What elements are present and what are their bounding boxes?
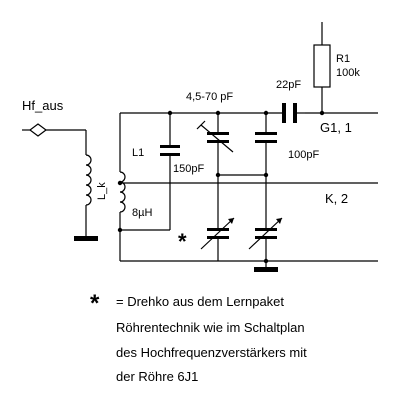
trimmer-capacitor — [196, 110, 234, 178]
k-label: K, 2 — [325, 191, 348, 206]
r1-value-label: 100k — [336, 67, 360, 79]
lk-label: L_k — [96, 182, 108, 200]
coil-l1 — [117, 113, 126, 261]
hf-out-label: Hf_aus — [22, 98, 64, 113]
variable-capacitor-left — [200, 175, 235, 261]
ground-symbol-left — [74, 205, 98, 241]
star-mark: * — [178, 229, 187, 254]
l1-label: L1 — [132, 147, 144, 159]
inductance-label: 8µH — [132, 207, 152, 219]
legend-line-3: des Hochfrequenzverstärkers mit — [116, 345, 307, 360]
legend-line-1: = Drehko aus dem Lernpaket — [116, 294, 285, 309]
trimmer-label: 4,5-70 pF — [186, 91, 233, 103]
capacitor-150pf-label: 150pF — [173, 163, 204, 175]
legend-line-4: der Röhre 6J1 — [116, 369, 199, 384]
capacitor-100pf — [218, 110, 277, 178]
legend-line-2: Röhrentechnik wie im Schaltplan — [116, 320, 305, 335]
capacitor-22pf-label: 22pF — [276, 79, 301, 91]
capacitor-150pf — [120, 110, 180, 231]
r1-name-label: R1 — [336, 53, 350, 65]
capacitor-22pf — [282, 103, 305, 123]
variable-capacitor-right — [248, 175, 283, 264]
capacitor-100pf-label: 100pF — [288, 149, 319, 161]
coupling-coil-lk — [85, 154, 92, 206]
g1-label: G1, 1 — [320, 120, 352, 135]
hf-output-connector-icon — [22, 123, 87, 155]
legend-star: * — [90, 290, 100, 317]
ground-symbol-right — [254, 261, 278, 272]
resistor-r1 — [313, 22, 331, 116]
